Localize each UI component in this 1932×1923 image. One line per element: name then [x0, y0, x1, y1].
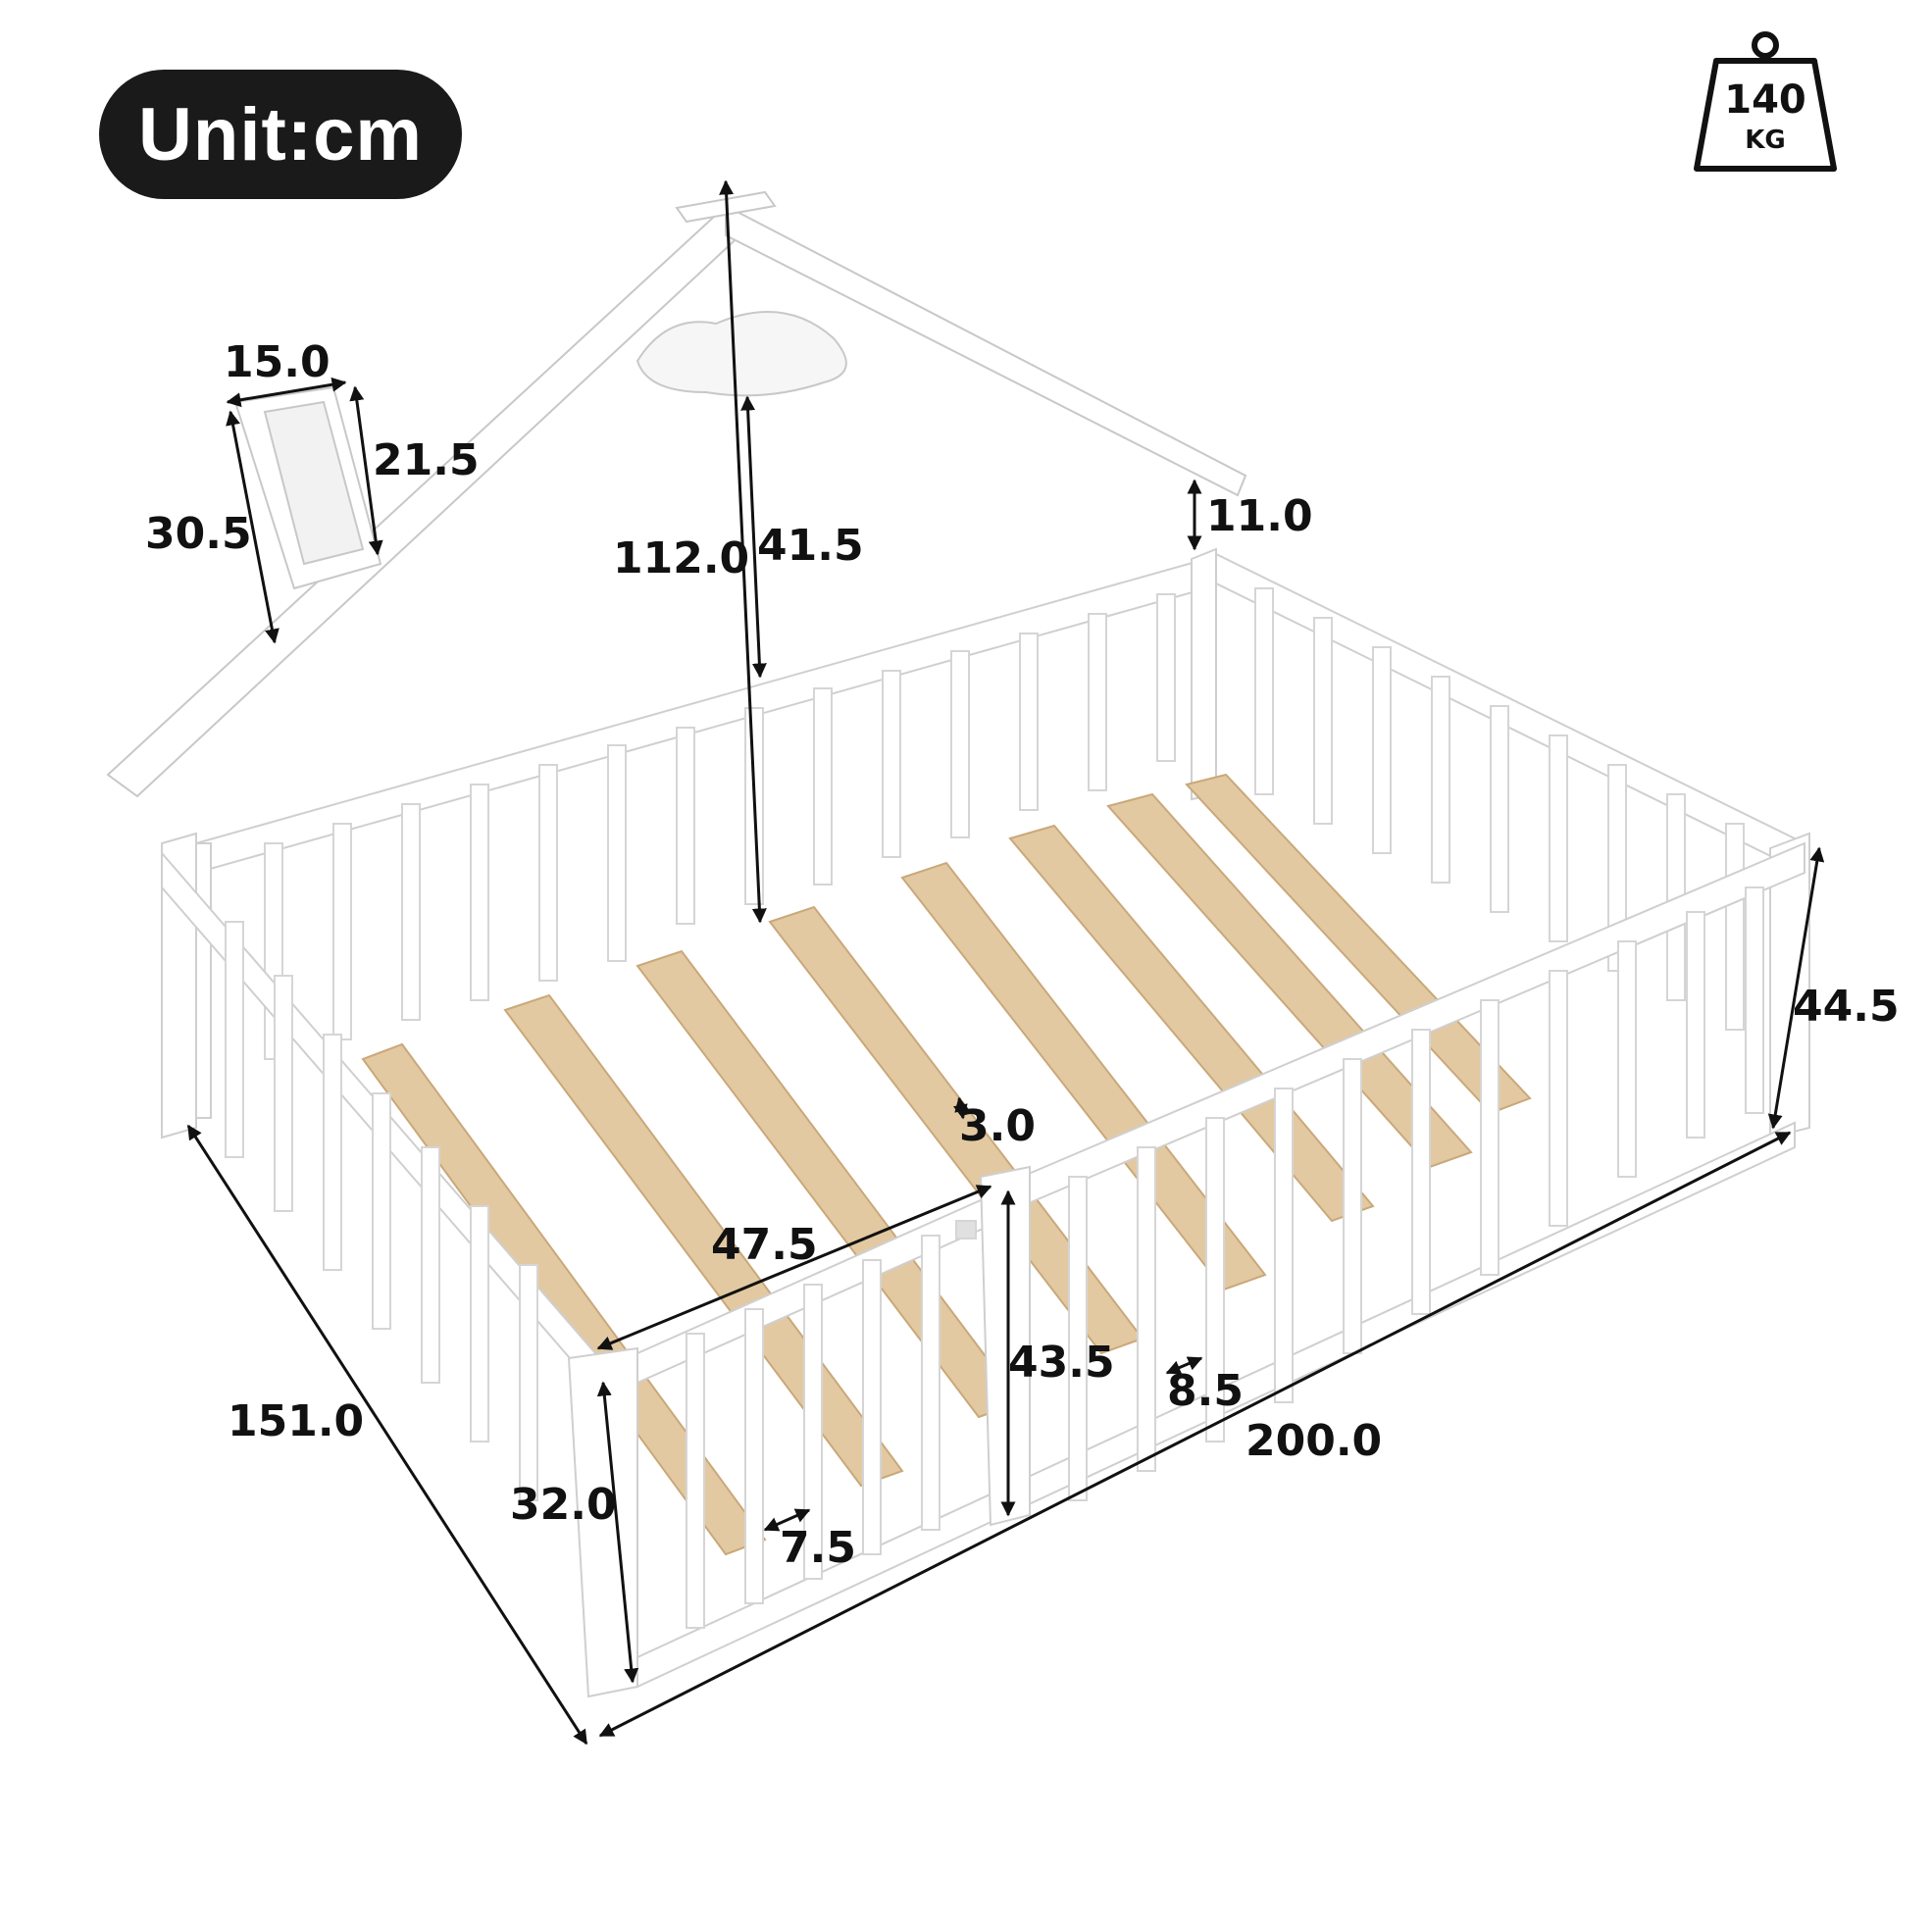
dim-roof-chimney-width: 15.0: [224, 337, 330, 387]
dim-gate-post-height: 43.5: [1008, 1338, 1115, 1388]
unit-badge: Unit:cm: [99, 70, 462, 199]
dimension-arrows: [186, 179, 1825, 1746]
dim-rail-height: 44.5: [1793, 982, 1900, 1032]
dim-length: 200.0: [1246, 1416, 1383, 1466]
dim-chimney-height: 30.5: [145, 509, 252, 559]
dim-bar-gap-gate: 7.5: [780, 1523, 856, 1573]
dim-slat-gap: 3.0: [959, 1101, 1036, 1151]
weight-unit: KG: [1745, 126, 1786, 155]
weight-value: 140: [1724, 77, 1806, 123]
weight-outline: [1694, 31, 1837, 172]
dim-roof-height: 41.5: [757, 521, 864, 571]
dim-gate-width: 47.5: [711, 1220, 818, 1270]
dim-total-height: 112.0: [613, 533, 750, 583]
dim-chimney-inner-height: 21.5: [373, 435, 480, 485]
dim-width: 151.0: [228, 1396, 365, 1446]
dim-bar-gap-side: 8.5: [1167, 1366, 1244, 1416]
unit-label: Unit:cm: [138, 92, 423, 177]
right-rail: [1215, 552, 1810, 1139]
right-bars: [1254, 587, 1745, 1031]
dim-post-top: 11.0: [1206, 491, 1313, 541]
dim-gate-height: 32.0: [510, 1480, 617, 1530]
weight-icon: 140 KG: [1687, 29, 1844, 177]
house-roof: [106, 190, 1247, 798]
